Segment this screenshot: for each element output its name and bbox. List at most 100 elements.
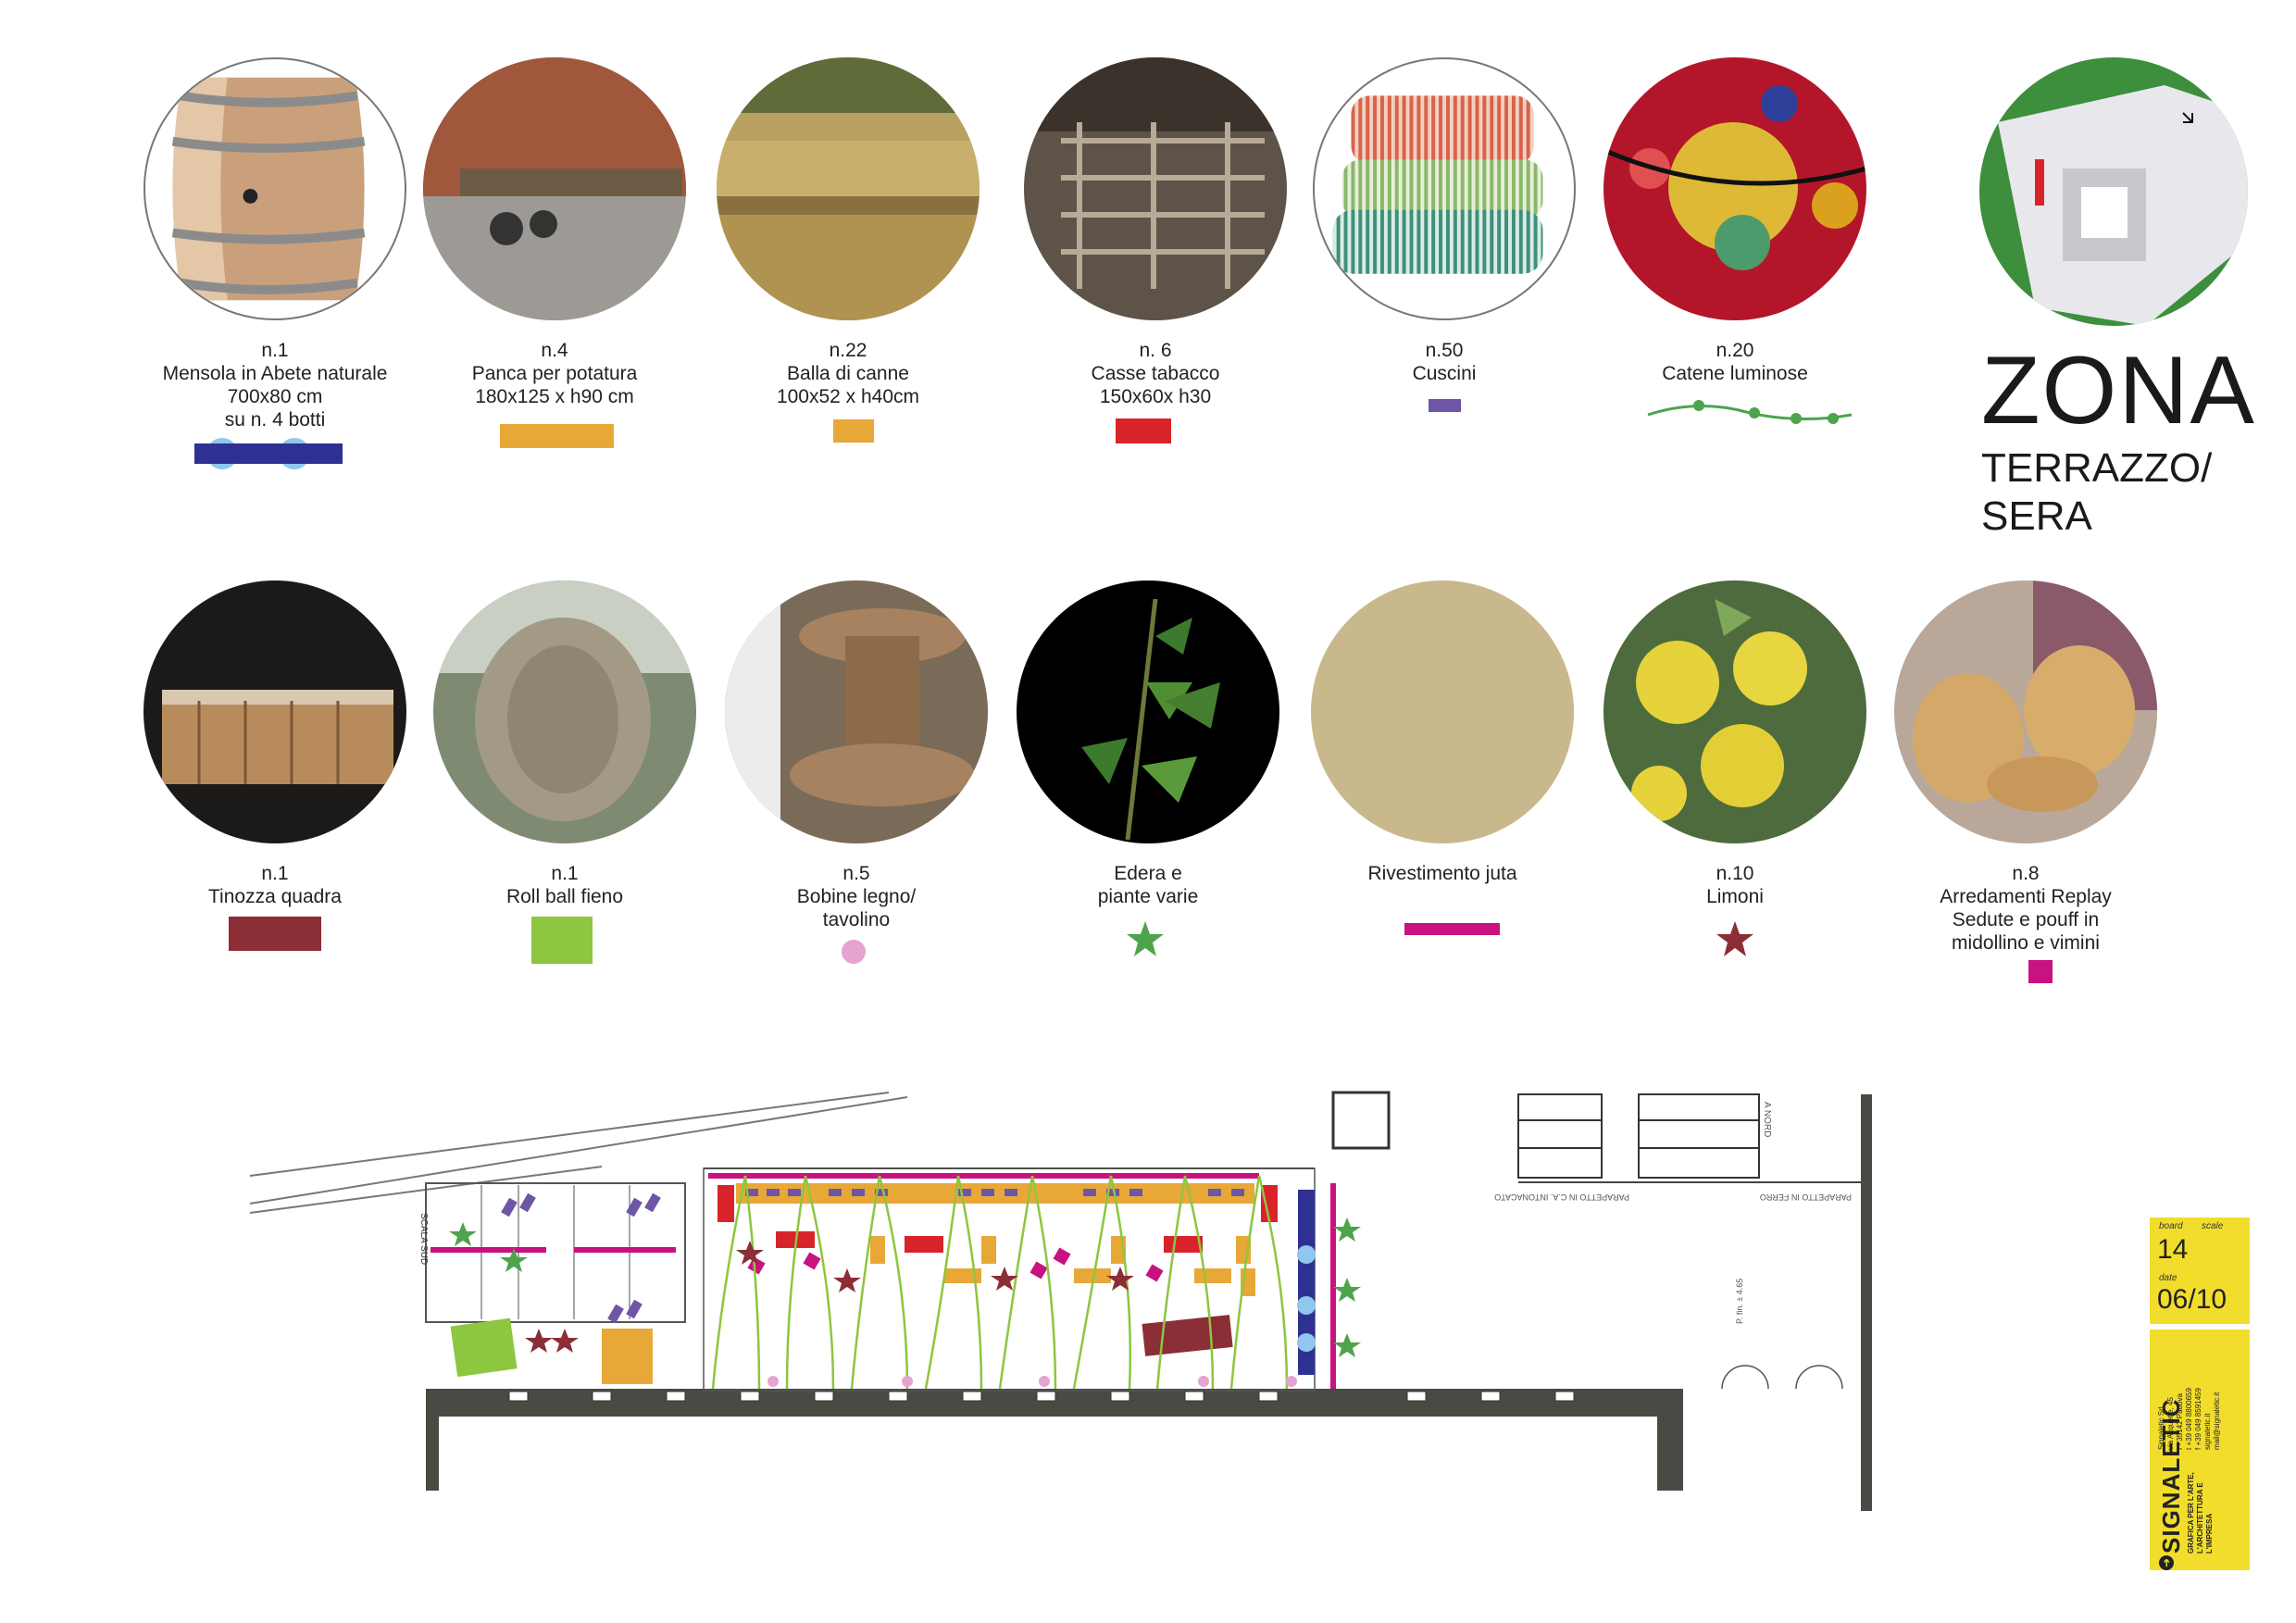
plan-shelf	[1298, 1190, 1315, 1375]
item-botti: n.1 Mensola in Abete naturale 700x80 cm …	[136, 57, 414, 431]
legend-juta	[1404, 923, 1500, 935]
legend-edera	[1127, 921, 1164, 956]
plan-benches	[736, 1183, 1254, 1204]
plan-roll-ball	[450, 1317, 518, 1378]
cushions-photo	[1313, 57, 1576, 320]
zone-title-line3: SERA	[1981, 493, 2092, 539]
site-map-circle	[1979, 57, 2248, 326]
legend-casse	[1116, 418, 1171, 443]
plan-west-wall	[426, 1389, 439, 1491]
legend-bobine	[842, 940, 866, 964]
plan-cushions	[747, 1247, 1164, 1282]
board-number: 14	[2157, 1234, 2189, 1265]
lemons-photo	[1603, 581, 1866, 843]
item-limoni-label: n.10 Limoni	[1706, 863, 1764, 907]
brand-panel: ➜ SIGNALETIC GRAFICA PER L'ARTE, L'ARCHI…	[2150, 1330, 2250, 1570]
item-tinozza-label: n.1 Tinozza quadra	[208, 863, 342, 907]
floor-plan: PARAPETTO IN C.A. INTONACATO PARAPETTO I…	[249, 1091, 1872, 1511]
item-bobine-label: n.5 Bobine legno/ tavolino	[796, 863, 917, 930]
barrel-photo	[144, 57, 406, 320]
zone-title: ZONA TERRAZZO/ SERA	[1981, 343, 2256, 541]
ivy-photo	[1017, 581, 1279, 843]
item-cuscini: n.50 Cuscini	[1305, 57, 1583, 385]
plan-label-parapetto-ferro: PARAPETTO IN FERRO	[1760, 1192, 1852, 1202]
string-lights-photo	[1603, 57, 1866, 320]
plan-east-wall	[1657, 1389, 1683, 1491]
plan-lemon-stars	[525, 1241, 1134, 1353]
hay-bale-photo	[717, 57, 980, 320]
zone-title-line1: ZONA	[1981, 337, 2256, 444]
scale-label: scale	[2202, 1221, 2224, 1231]
hay-bale-illustration	[717, 57, 980, 320]
site-map-illustration	[1998, 85, 2248, 326]
board-label: board	[2159, 1221, 2183, 1231]
item-bobine: n.5 Bobine legno/ tavolino	[718, 581, 995, 931]
item-casse: n. 6 Casse tabacco 150x60x h30	[1017, 57, 1294, 408]
jute-photo	[1311, 581, 1574, 843]
date-value: 06/10	[2157, 1284, 2227, 1315]
brand-tagline: GRAFICA PER L'ARTE, L'ARCHITETTURA E L'I…	[2187, 1472, 2214, 1554]
tobacco-crates-photo	[1024, 57, 1287, 320]
date-label: date	[2159, 1273, 2177, 1283]
barrel-illustration	[171, 77, 366, 301]
item-botti-label: n.1 Mensola in Abete naturale 700x80 cm …	[162, 340, 388, 431]
plan-label-nord: A NORD	[1762, 1102, 1772, 1137]
legend-roll	[531, 917, 593, 964]
plan-label-parapetto-ca: PARAPETTO IN C.A. INTONACATO	[1494, 1192, 1629, 1202]
legend-catene	[1647, 400, 1853, 424]
item-casse-label: n. 6 Casse tabacco 150x60x h30	[1091, 340, 1220, 407]
cushions-illustration	[1332, 95, 1543, 274]
legend-panca	[500, 424, 614, 448]
plan-label-quota: P. fin. ± 4.65	[1735, 1279, 1744, 1324]
board-info: board scale 14 date 06/10	[2150, 1217, 2250, 1324]
arrow-right-icon: ➜	[2159, 1555, 2174, 1570]
item-panca: n.4 Panca per potatura 180x125 x h90 cm	[416, 57, 693, 408]
item-limoni: n.10 Limoni	[1596, 581, 1874, 908]
plan-crates	[718, 1185, 1278, 1253]
item-cuscini-label: n.50 Cuscini	[1412, 340, 1477, 384]
item-balla-label: n.22 Balla di canne 100x52 x h40cm	[776, 340, 920, 407]
item-tinozza: n.1 Tinozza quadra	[136, 581, 414, 908]
wicker-chairs-photo	[1894, 581, 2157, 843]
plan-string-lights	[711, 1175, 1289, 1390]
tub-illustration	[162, 690, 393, 784]
item-roll: n.1 Roll ball fieno	[426, 581, 704, 908]
legend-limoni	[1716, 921, 1753, 956]
bench-illustration	[423, 57, 686, 320]
tub-photo	[144, 581, 406, 843]
legend-cuscini	[1429, 399, 1461, 412]
item-juta: Rivestimento juta	[1304, 581, 1581, 885]
tobacco-crates-illustration	[1024, 57, 1287, 289]
hay-roll-photo	[433, 581, 696, 843]
plan-tower	[1331, 1091, 1391, 1150]
plan-grates-north	[1517, 1093, 1760, 1179]
legend-botti	[194, 438, 343, 469]
lemons-illustration	[1631, 599, 1807, 821]
legend-tinozza	[229, 917, 321, 951]
string-lights-illustration	[1603, 85, 1866, 270]
ivy-illustration	[1081, 598, 1220, 841]
zone-title-line2: TERRAZZO/	[1981, 445, 2213, 491]
hay-roll-illustration	[433, 581, 696, 821]
brand-address: Signaletic Srl via Acquette, 45 I - 3514…	[2157, 1388, 2221, 1450]
item-catene-label: n.20 Catene luminose	[1662, 340, 1808, 384]
item-balla: n.22 Balla di canne 100x52 x h40cm	[709, 57, 987, 408]
plan-stair-area	[425, 1182, 686, 1323]
plan-east-column	[1861, 1094, 1872, 1511]
item-edera-label: Edera e piante varie	[1097, 863, 1199, 907]
legend-replay	[2028, 960, 2053, 983]
item-juta-label: Rivestimento juta	[1367, 863, 1517, 884]
item-replay-label: n.8 Arredamenti Replay Sedute e pouff in…	[1940, 863, 2112, 954]
plan-label-scala-sud: SCALA SUD	[418, 1213, 429, 1265]
plan-tub	[1142, 1315, 1233, 1356]
wood-spools-photo	[725, 581, 988, 843]
plan-hay-bales	[602, 1236, 1255, 1384]
wood-spools-illustration	[725, 581, 975, 843]
item-replay: n.8 Arredamenti Replay Sedute e pouff in…	[1887, 581, 2165, 955]
item-edera: Edera e piante varie	[1009, 581, 1287, 908]
bench-photo	[423, 57, 686, 320]
legend-balla	[833, 419, 874, 443]
item-catene: n.20 Catene luminose	[1596, 57, 1874, 385]
item-panca-label: n.4 Panca per potatura 180x125 x h90 cm	[471, 340, 638, 407]
plan-spools	[767, 1376, 1297, 1387]
